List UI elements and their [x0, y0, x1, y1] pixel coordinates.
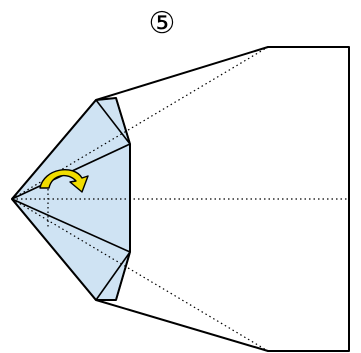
- curved-fold-arrow-icon: [39, 169, 89, 193]
- step-number: ⑤: [148, 6, 176, 41]
